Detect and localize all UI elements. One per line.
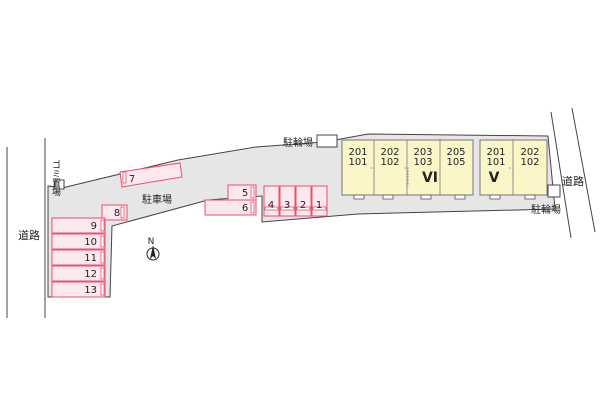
unit-top: 201	[348, 147, 367, 158]
parking-number-9: 9	[91, 221, 97, 232]
parking-number-12: 12	[84, 269, 97, 280]
parking-number-6: 6	[242, 203, 248, 214]
building-5	[479, 139, 548, 200]
parking-number-3: 3	[284, 200, 290, 211]
parking-number-13: 13	[84, 285, 97, 296]
parking-number-1: 1	[316, 200, 322, 211]
building-6-label: VI	[422, 170, 438, 186]
bike-top-label: 駐輪場	[283, 136, 313, 149]
bike-right-label: 駐輪場	[531, 203, 561, 216]
parking-number-11: 11	[84, 253, 97, 264]
parking-space-6	[204, 199, 257, 216]
parking-space-13	[51, 281, 106, 298]
unit-bottom: 103	[413, 157, 432, 168]
garbage-label: ゴミ置場	[50, 159, 61, 197]
unit-bottom: 101	[486, 157, 505, 168]
parking-space-9	[51, 217, 106, 234]
north-arrow-icon	[146, 245, 160, 261]
parking-space-11	[51, 249, 106, 266]
unit-top: 202	[520, 147, 539, 158]
parking-label: 駐車場	[142, 193, 172, 206]
road-right-label: 道路	[562, 174, 584, 188]
road-right-edge-outer	[571, 107, 596, 233]
unit-top: 205	[446, 147, 465, 158]
bike-shelter-top	[316, 134, 338, 148]
unit-bottom: 101	[348, 157, 367, 168]
building-5-label: V	[489, 170, 500, 186]
parking-space-10	[51, 233, 106, 250]
parking-number-7: 7	[129, 174, 135, 185]
bike-shelter-right	[547, 184, 561, 198]
unit-top: 201	[486, 147, 505, 158]
road-left-label: 道路	[18, 228, 40, 242]
parking-number-8: 8	[114, 208, 120, 219]
parking-markers	[100, 171, 327, 296]
unit-top: 202	[380, 147, 399, 158]
parking-number-4: 4	[268, 200, 274, 211]
parking-number-10: 10	[84, 237, 97, 248]
parking-space-12	[51, 265, 106, 282]
building-6	[341, 139, 474, 200]
unit-bottom: 102	[520, 157, 539, 168]
parking-space-7	[119, 162, 183, 188]
unit-bottom: 102	[380, 157, 399, 168]
parking-number-5: 5	[242, 188, 248, 199]
parking-number-2: 2	[300, 200, 306, 211]
north-label: N	[148, 237, 155, 247]
unit-bottom: 105	[446, 157, 465, 168]
unit-top: 203	[413, 147, 432, 158]
road-right-edge-inner	[550, 111, 572, 239]
garbage-box	[54, 179, 65, 190]
